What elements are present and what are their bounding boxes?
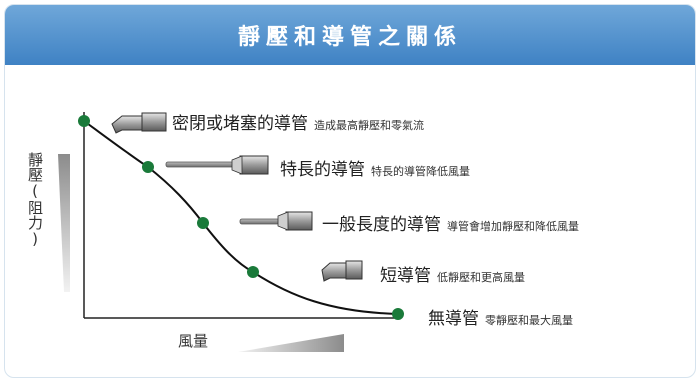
normal-duct-icon — [239, 211, 313, 231]
pressure-curve — [83, 120, 399, 315]
page-title: 靜壓和導管之關係 — [237, 25, 462, 50]
label-short-duct: 短導管低靜壓和更高風量 — [380, 266, 525, 286]
label-closed-duct: 密閉或堵塞的導管造成最高靜壓和零氣流 — [172, 114, 424, 134]
point-normal-duct — [197, 217, 209, 229]
short-duct-icon — [321, 260, 363, 282]
x-axis-label: 風量 — [178, 332, 209, 350]
diagram-frame: 靜壓和導管之關係 — [4, 4, 696, 378]
x-gradient-wedge — [238, 334, 344, 352]
closed-duct-icon — [111, 112, 167, 134]
point-extra-long-duct — [142, 161, 154, 173]
point-closed-duct — [78, 115, 90, 127]
point-short-duct — [247, 266, 259, 278]
point-no-duct — [392, 308, 404, 320]
label-extra-long-duct: 特長的導管特長的導管降低風量 — [280, 160, 470, 180]
y-gradient-wedge — [58, 154, 70, 292]
extra-long-duct-icon — [165, 155, 269, 175]
y-axis-label: 靜壓(阻力) — [26, 152, 44, 248]
header-bar: 靜壓和導管之關係 — [5, 5, 695, 65]
label-no-duct: 無導管零靜壓和最大風量 — [428, 309, 573, 329]
label-normal-duct: 一般長度的導管導管會增加靜壓和降低風量 — [322, 215, 579, 235]
